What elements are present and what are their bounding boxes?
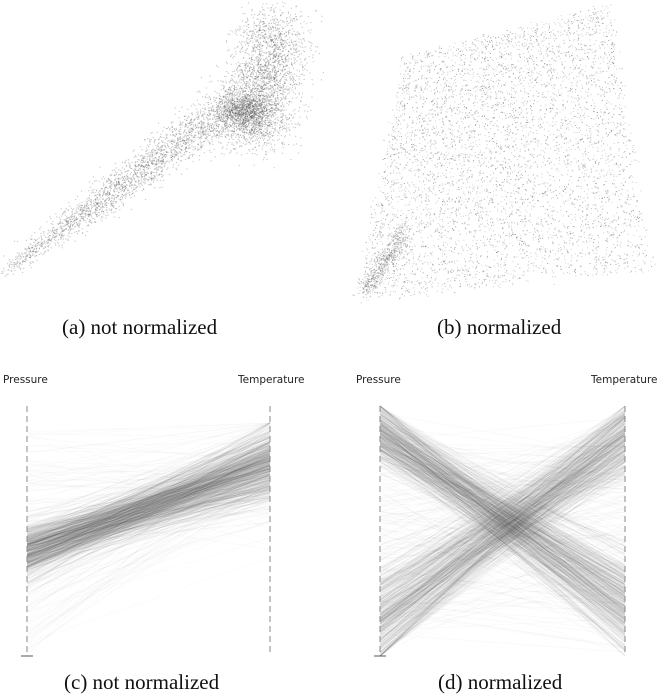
parallel-coords-normalized: Pressure Temperature: [345, 368, 662, 668]
polylines-d: [379, 405, 626, 657]
axis-label-temperature-d: Temperature: [591, 374, 658, 386]
caption-c: (c) not normalized: [64, 670, 220, 694]
axis-label-pressure-c: Pressure: [3, 374, 48, 386]
scatter-points-a: [1, 0, 324, 277]
parallel-coords-c-canvas: [21, 406, 271, 657]
scatter-points-b: [352, 4, 656, 304]
parallel-coords-not-normalized: Pressure Temperature: [0, 368, 331, 668]
parallel-coords-d-canvas: [374, 405, 626, 657]
caption-b: (b) normalized: [437, 315, 562, 339]
axis-label-temperature-c: Temperature: [238, 374, 305, 386]
scatterplot-a-canvas: [1, 0, 324, 277]
caption-d: (d) normalized: [438, 670, 563, 694]
axis-label-pressure-d: Pressure: [356, 374, 401, 386]
scatterplot-b-canvas: [352, 4, 656, 304]
caption-a: (a) not normalized: [62, 315, 218, 339]
scatterplot-normalized: [345, 0, 662, 305]
polylines-c: [26, 422, 271, 612]
scatterplot-not-normalized: [0, 0, 325, 305]
